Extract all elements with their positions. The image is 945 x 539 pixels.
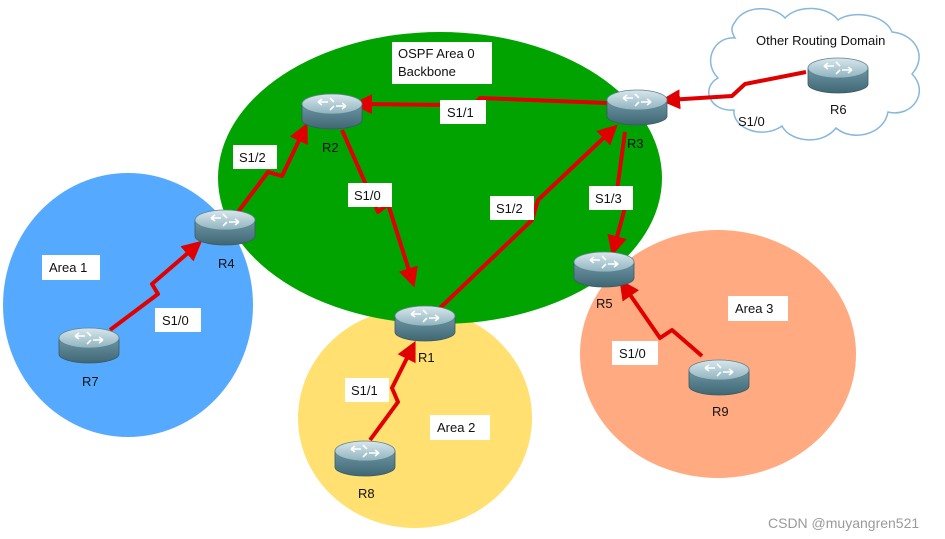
other-domain-label: Other Routing Domain xyxy=(756,33,885,48)
area-3-label: Area 3 xyxy=(728,296,788,321)
router-name-r4: R4 xyxy=(218,256,235,271)
router-r7[interactable] xyxy=(58,327,120,364)
router-r9[interactable] xyxy=(688,359,750,396)
svg-text:OSPF Area 0: OSPF Area 0 xyxy=(398,46,475,61)
area-3-region xyxy=(580,230,856,478)
router-name-r6: R6 xyxy=(830,102,847,117)
svg-text:S1/3: S1/3 xyxy=(595,191,622,206)
router-name-r7: R7 xyxy=(82,374,99,389)
router-r2[interactable] xyxy=(301,93,363,130)
link-r8-r1 xyxy=(368,340,416,442)
svg-text:S1/0: S1/0 xyxy=(162,313,189,328)
svg-text:Area 3: Area 3 xyxy=(735,301,773,316)
link-r2-r1 xyxy=(340,129,418,288)
svg-text:Area 2: Area 2 xyxy=(437,420,475,435)
router-name-r5: R5 xyxy=(596,296,613,311)
iface-label-r1-r8: S1/1 xyxy=(345,378,389,402)
iface-label-r7-r4: S1/0 xyxy=(155,308,201,332)
link-r7-r4 xyxy=(108,240,203,332)
area-0-label: OSPF Area 0 Backbone xyxy=(392,42,492,84)
svg-text:S1/1: S1/1 xyxy=(447,105,474,120)
link-r6-r3 xyxy=(660,70,807,110)
svg-text:Other Routing Domain: Other Routing Domain xyxy=(756,33,885,48)
link-r9-r5 xyxy=(619,279,704,358)
router-r6[interactable] xyxy=(807,57,869,94)
svg-text:Backbone: Backbone xyxy=(398,64,456,79)
iface-label-r2-r3: S1/1 xyxy=(440,100,486,124)
svg-text:S1/0: S1/0 xyxy=(619,346,646,361)
iface-label-r4-r2: S1/2 xyxy=(233,145,277,169)
router-name-r2: R2 xyxy=(322,140,339,155)
link-r4-r2 xyxy=(236,122,308,214)
area-1-region xyxy=(3,173,253,437)
iface-label-r1-r3: S1/2 xyxy=(490,196,534,220)
svg-text:S1/2: S1/2 xyxy=(239,150,266,165)
svg-text:S1/0: S1/0 xyxy=(738,114,765,129)
router-r4[interactable] xyxy=(194,209,256,246)
svg-text:Area 1: Area 1 xyxy=(49,260,87,275)
router-name-r8: R8 xyxy=(358,486,375,501)
router-r8[interactable] xyxy=(334,440,396,477)
svg-text:S1/1: S1/1 xyxy=(351,383,378,398)
link-r1-r3 xyxy=(438,124,618,310)
area-1-label: Area 1 xyxy=(42,255,100,280)
area-2-label: Area 2 xyxy=(430,415,490,440)
links xyxy=(108,70,807,442)
router-r5[interactable] xyxy=(573,251,635,288)
router-r3[interactable] xyxy=(606,89,668,126)
iface-label-r3-r6: S1/0 xyxy=(738,114,765,129)
router-name-r9: R9 xyxy=(712,404,729,419)
iface-label-r9-r5: S1/0 xyxy=(612,341,658,365)
area-2-region xyxy=(298,308,532,528)
router-name-r3: R3 xyxy=(627,136,644,151)
router-name-r1: R1 xyxy=(418,350,435,365)
svg-text:S1/2: S1/2 xyxy=(496,201,523,216)
router-r1[interactable] xyxy=(394,305,456,342)
iface-label-r2-r1: S1/0 xyxy=(348,183,392,207)
watermark: CSDN @muyangren521 xyxy=(768,515,919,531)
iface-label-r3-r5: S1/3 xyxy=(589,186,633,210)
svg-text:S1/0: S1/0 xyxy=(354,188,381,203)
